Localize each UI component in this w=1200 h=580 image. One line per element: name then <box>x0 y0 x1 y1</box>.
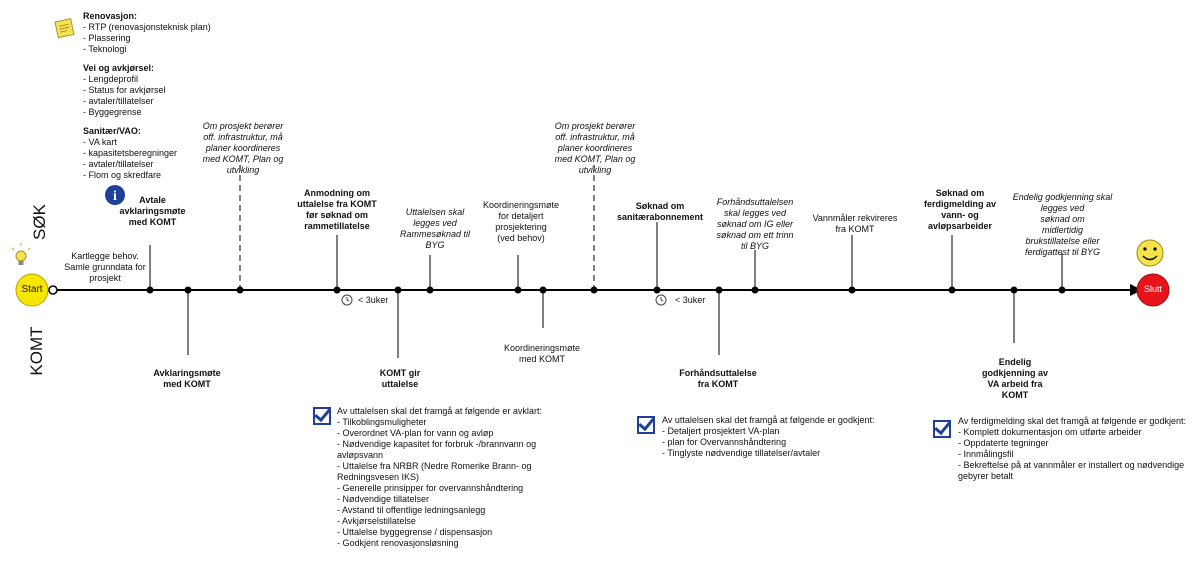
label-endelig-godkjenning-komt: Endelig godkjenning av VA arbeid fra KOM… <box>981 357 1048 400</box>
timer-label-1: < 3uker <box>358 295 389 305</box>
checklist-2-items: - Detaljert prosjektert VA-plan- plan fo… <box>662 426 892 459</box>
checklist-item: - Oppdaterte tegninger <box>958 438 1049 448</box>
svg-text:i: i <box>113 189 117 204</box>
checklist-item: - Detaljert prosjektert VA-plan <box>662 426 780 436</box>
checklist-3-title: Av ferdigmelding skal det framgå at følg… <box>958 416 1186 426</box>
timeline-milestone-dot[interactable] <box>394 286 402 294</box>
end-node[interactable] <box>1136 273 1170 307</box>
note-item: - RTP (renovasjonsteknisk plan) <box>83 22 211 32</box>
timeline-milestone-dot[interactable] <box>751 286 759 294</box>
checklist-item: - Avstand til offentlige ledningsanlegg <box>337 505 486 515</box>
note-sanitaer-title: Sanitær/VAO: <box>83 126 141 136</box>
start-connector <box>48 285 58 295</box>
timeline-milestone-dot[interactable] <box>1058 286 1066 294</box>
note-renovasjon-items: - RTP (renovasjonsteknisk plan)- Plasser… <box>83 22 223 55</box>
info-icon: i <box>105 185 125 205</box>
note-renovasjon-title: Renovasjon: <box>83 11 138 21</box>
note-item: - avtaler/tillatelser <box>83 159 154 169</box>
sticky-note-icon <box>54 18 75 39</box>
checklist-item: - Uttalelse fra NRBR (Nedre Romerike Bra… <box>337 461 532 482</box>
timeline-milestone-dot[interactable] <box>848 286 856 294</box>
label-forhandsuttalelse-komt: Forhåndsuttalelse fra KOMT <box>679 368 757 389</box>
label-koordineringsmote-komt: Koordineringsmøte med KOMT <box>503 343 581 364</box>
checklist-item: - Komplett dokumentasjon om utførte arbe… <box>958 427 1142 437</box>
lightbulb-icon <box>11 243 31 265</box>
timeline-milestone-dot[interactable] <box>184 286 192 294</box>
lane-label-komt: KOMT <box>27 326 46 376</box>
label-forhandsuttalelsen: Forhåndsuttalelsen skal legges ved søkna… <box>716 197 794 251</box>
checklist-item: - Overordnet VA-plan for vann og avløp <box>337 428 494 438</box>
label-avklaringsmote-komt: Avklaringsmøte med KOMT <box>153 368 221 389</box>
requirements-note: Renovasjon: - RTP (renovasjonsteknisk pl… <box>83 11 223 181</box>
checklist-2-title: Av uttalelsen skal det framgå at følgend… <box>662 415 875 425</box>
note-item: - Byggegrense <box>83 107 142 117</box>
checklist-item: - Innmålingsfil <box>958 449 1014 459</box>
label-anmodning-uttalelse: Anmodning om uttalelse fra KOMT før søkn… <box>297 188 377 231</box>
label-endelig-godkjenning-soker: Endelig godkjenning skal legges ved søkn… <box>1012 192 1113 257</box>
note-sanitaer-items: - VA kart- kapasitetsberegninger- avtale… <box>83 137 223 181</box>
clock-icon <box>655 294 667 306</box>
timeline-milestone-dot[interactable] <box>590 286 598 294</box>
timer-label-2: < 3uker <box>675 295 706 305</box>
checklist-item: - plan for Overvannshåndtering <box>662 437 787 447</box>
checklist-item: - Nødvendige kapasitet for forbruk -/bra… <box>337 439 537 460</box>
start-node[interactable] <box>15 273 49 307</box>
note-item: - avtaler/tillatelser <box>83 96 154 106</box>
checkbox-icon <box>637 416 655 434</box>
label-kartlegge-behov: Kartlegge behov. Samle grunndata for pro… <box>64 251 146 283</box>
note-vei-title: Vei og avkjørsel: <box>83 63 155 73</box>
checklist-item: - Godkjent renovasjonsløsning <box>337 538 459 548</box>
label-soknad-sanitaer: Søknad om sanitærabonnement <box>616 201 703 222</box>
timeline-milestone-dot[interactable] <box>514 286 522 294</box>
checklist-item: - Avkjørselstillatelse <box>337 516 416 526</box>
note-item: - VA kart <box>83 137 117 147</box>
label-koordineringsmote-soker: Koordineringsmøte for detaljert prosjekt… <box>482 200 560 243</box>
note-item: - kapasitetsberegninger <box>83 148 178 158</box>
label-soknad-ferdigmelding: Søknad om ferdigmelding av vann- og avlø… <box>923 188 996 231</box>
smiley-icon <box>1136 239 1164 267</box>
note-vei-items: - Lengdeprofil- Status for avkjørsel- av… <box>83 74 223 118</box>
label-infrastruktur-2: Om prosjekt berører off. infrastruktur, … <box>554 121 636 175</box>
timeline-milestone-dot[interactable] <box>426 286 434 294</box>
timeline-ticks <box>146 165 1066 358</box>
timeline-milestone-dot[interactable] <box>1010 286 1018 294</box>
timeline-milestone-dot[interactable] <box>333 286 341 294</box>
label-uttalelse-rammesoknad: Uttalelsen skal legges ved Rammesøknad t… <box>399 207 471 250</box>
note-item: - Flom og skredfare <box>83 170 162 180</box>
timeline-milestone-dot[interactable] <box>653 286 661 294</box>
checklist-1-title: Av uttalelsen skal det framgå at følgend… <box>337 406 542 416</box>
checklist-1-items: - Tilkoblingsmuligheter- Overordnet VA-p… <box>337 417 567 549</box>
checklist-3-items: - Komplett dokumentasjon om utførte arbe… <box>958 427 1193 482</box>
lane-label-soker: SØK <box>30 204 49 240</box>
label-vannmaler: Vannmåler rekvireres fra KOMT <box>812 213 898 234</box>
clock-icon <box>341 294 353 306</box>
label-avtale-avklaringsmote: Avtale avklaringsmøte med KOMT <box>119 195 186 227</box>
timeline-milestone-dot[interactable] <box>146 286 154 294</box>
label-infrastruktur-1: Om prosjekt berører off. infrastruktur, … <box>202 121 284 175</box>
timeline-milestone-dot[interactable] <box>539 286 547 294</box>
checklist-item: - Nødvendige tillatelser <box>337 494 430 504</box>
checklist-item: - Generelle prinsipper for overvannshånd… <box>337 483 524 493</box>
note-item: - Status for avkjørsel <box>83 85 166 95</box>
note-item: - Teknologi <box>83 44 127 54</box>
note-item: - Lengdeprofil <box>83 74 139 84</box>
label-komt-gir-uttalelse: KOMT gir uttalelse <box>379 368 421 389</box>
note-item: - Plassering <box>83 33 131 43</box>
end-label: Slutt <box>1143 284 1162 294</box>
checklist-item: - Tinglyste nødvendige tillatelser/avtal… <box>662 448 821 458</box>
timeline-milestone-dot[interactable] <box>715 286 723 294</box>
timeline-milestone-dot[interactable] <box>236 286 244 294</box>
start-label: Start <box>21 284 43 295</box>
checkbox-icon <box>313 407 331 425</box>
timeline-milestone-dot[interactable] <box>948 286 956 294</box>
checklist-item: - Tilkoblingsmuligheter <box>337 417 427 427</box>
checklist-item: - Bekreftelse på at vannmåler er install… <box>958 460 1185 481</box>
checkbox-icon <box>933 420 951 438</box>
checklist-item: - Uttalelse byggegrense / dispensasjon <box>337 527 493 537</box>
timeline-arrowhead <box>1130 284 1142 296</box>
